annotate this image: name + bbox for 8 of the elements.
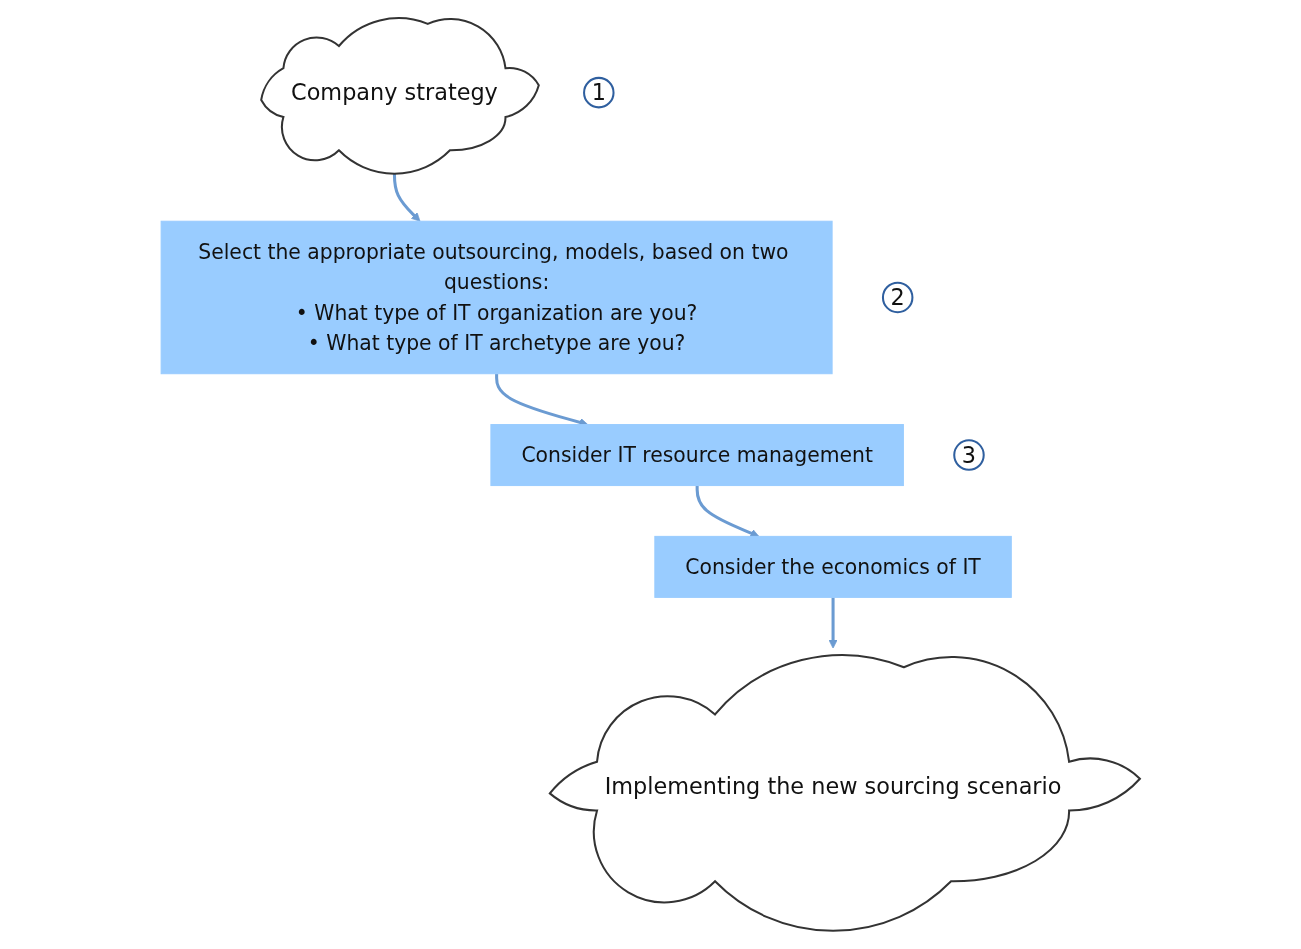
node-circle: 1 (583, 76, 615, 109)
node-box: Consider IT resource management (490, 424, 904, 487)
arrow (695, 485, 760, 538)
node-circle: 3 (953, 439, 985, 471)
node-circle: 2 (881, 281, 914, 314)
arrow (828, 597, 838, 649)
node-box: Consider the economics of IT (654, 535, 1012, 598)
node-box: Select the appropriate outsourcing, models, based on two questions: • What type of IT organization are you? • What type of IT archetype are you? (160, 220, 833, 375)
